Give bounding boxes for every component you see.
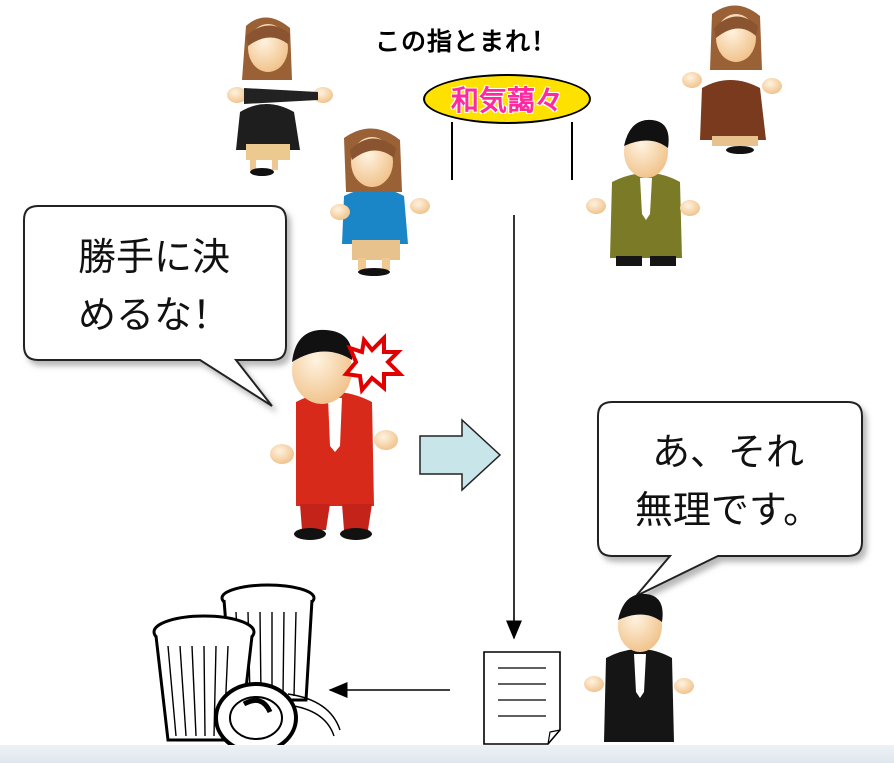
heading-text: この指とまれ！	[375, 27, 558, 56]
harmony-sign: 和気藹々	[423, 74, 591, 124]
bubble-right-line1: あ、それ	[651, 430, 804, 474]
woman-figure-black	[227, 17, 333, 176]
speech-bubble-left	[23, 205, 287, 407]
sign-label: 和気藹々	[450, 84, 563, 117]
woman-figure-blue	[330, 128, 430, 276]
woman-figure-brown	[682, 5, 782, 154]
bubble-left-line2: めるな！	[77, 293, 230, 337]
bubble-right-text: あ、それ 無理です。	[600, 423, 856, 539]
bubble-left-line1: 勝手に決	[77, 235, 230, 279]
document-icon	[483, 651, 561, 745]
speech-bubble-right	[597, 401, 863, 597]
angry-man-figure	[270, 329, 398, 540]
trash-cans-icon	[152, 583, 341, 754]
bottom-band	[0, 745, 894, 763]
block-arrow-icon	[419, 418, 502, 492]
anger-mark-icon	[342, 333, 405, 395]
bubble-right-line2: 無理です。	[634, 488, 822, 532]
man-figure-olive	[586, 119, 700, 266]
bubble-left-text: 勝手に決 めるな！	[34, 228, 274, 344]
man-figure-black	[584, 593, 694, 742]
